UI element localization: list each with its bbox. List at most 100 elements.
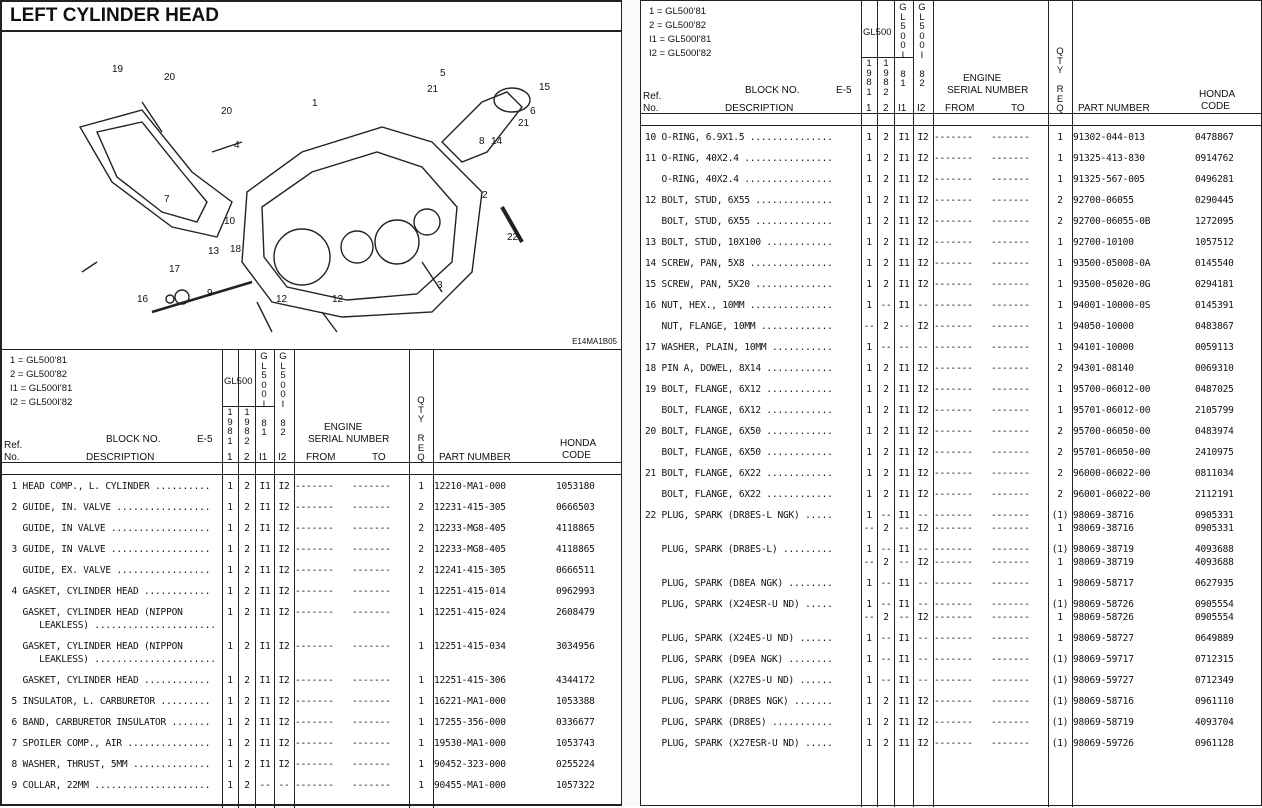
cell-desc: 13 BOLT, STUD, 10X100 ............ xyxy=(645,237,833,248)
cell-d: I2 xyxy=(917,321,929,332)
cell-c: I1 xyxy=(898,237,910,248)
cell-desc: 19 BOLT, FLANGE, 6X12 ............ xyxy=(645,384,833,395)
cell-to: ------- xyxy=(352,675,391,686)
cell-q: 1 xyxy=(1057,633,1063,644)
gl500-label: GL500 xyxy=(224,376,253,387)
exploded-diagram: 19 20 5 21 15 6 1 20 21 4 8 14 2 7 10 18… xyxy=(2,32,621,350)
cell-hc: 0905554 0905554 xyxy=(1195,599,1234,623)
diagram-callout: 12 xyxy=(276,294,288,305)
cell-d: I2 xyxy=(917,426,929,437)
cell-pn: 95701-06050-00 xyxy=(1073,447,1151,458)
cell-d: I2 xyxy=(917,717,929,728)
cell-d: I2 xyxy=(278,607,290,618)
cell-pn: 16221-MA1-000 xyxy=(434,696,506,707)
cell-q: 1 xyxy=(418,759,424,770)
cell-d: I2 xyxy=(917,384,929,395)
cell-hc: 0483867 xyxy=(1195,321,1234,332)
cell-b: 2 xyxy=(244,523,250,534)
cell-a: 1 xyxy=(227,523,233,534)
cell-a: 1 xyxy=(866,279,872,290)
cell-c: I1 xyxy=(898,489,910,500)
cell-d: I2 xyxy=(917,447,929,458)
cell-q: 1 xyxy=(1057,321,1063,332)
cell-b: -- xyxy=(880,675,892,686)
cell-to: ------- xyxy=(352,738,391,749)
cell-b: 2 xyxy=(244,738,250,749)
col-1-label: 1 xyxy=(866,103,872,114)
block-label: E-5 xyxy=(197,434,213,445)
cell-pn: 98069-58726 98069-58726 xyxy=(1073,599,1134,623)
cell-pn: 92700-10100 xyxy=(1073,237,1134,248)
cell-hc: 0336677 xyxy=(556,717,595,728)
cell-a: 1 xyxy=(227,759,233,770)
cell-desc: 10 O-RING, 6.9X1.5 ............... xyxy=(645,132,833,143)
cell-d: I2 xyxy=(917,174,929,185)
col-i1-label: I1 xyxy=(259,452,268,463)
cell-hc: 0627935 xyxy=(1195,578,1234,589)
cell-from: ------- xyxy=(295,696,334,707)
cell-a: 1 xyxy=(866,384,872,395)
legend-line: 2 = GL500'82 xyxy=(10,369,68,380)
cell-pn: 12251-415-024 xyxy=(434,607,506,618)
cell-b: 2 xyxy=(883,405,889,416)
qty-req-vertical: Q T Y R E Q xyxy=(1056,46,1064,114)
cell-b: 2 xyxy=(883,384,889,395)
cell-a: 1 xyxy=(866,675,872,686)
table-row: PLUG, SPARK (X24ES-U ND) ......1--I1----… xyxy=(641,632,1261,653)
cell-pn: 98069-59727 xyxy=(1073,675,1134,686)
cell-b: 2 xyxy=(883,132,889,143)
diagram-callout: 10 xyxy=(224,216,236,227)
cell-from: ------- xyxy=(934,654,973,665)
column-rule xyxy=(913,1,914,807)
legend-line: I2 = GL500I'82 xyxy=(649,48,712,59)
cell-b: 2 xyxy=(883,237,889,248)
cell-pn: 98069-38716 98069-38716 xyxy=(1073,510,1134,534)
cell-to: ------- xyxy=(991,363,1030,374)
cell-d: -- xyxy=(917,654,929,665)
cell-pn: 92700-06055-0B xyxy=(1073,216,1151,227)
cell-to: ------- xyxy=(352,544,391,555)
cell-pn: 95701-06012-00 xyxy=(1073,405,1151,416)
legend-line: 2 = GL500'82 xyxy=(649,20,707,31)
description-label: DESCRIPTION xyxy=(86,452,155,463)
part-number-label: PART NUMBER xyxy=(439,452,511,463)
cell-hc: 0666511 xyxy=(556,565,595,576)
cell-q: 2 xyxy=(418,544,424,555)
cell-hc: 4344172 xyxy=(556,675,595,686)
cell-hc: 4093688 4093688 xyxy=(1195,544,1234,568)
cell-a: 1 xyxy=(227,696,233,707)
cell-to: ------- xyxy=(991,300,1030,311)
cell-b: 2 xyxy=(883,717,889,728)
cell-q: (1) xyxy=(1051,654,1069,665)
cell-pn: 96001-06022-00 xyxy=(1073,489,1151,500)
cell-to: ------- xyxy=(991,153,1030,164)
diagram-callout: 16 xyxy=(137,294,149,305)
cell-hc: 0905331 0905331 xyxy=(1195,510,1234,534)
cell-desc: 15 SCREW, PAN, 5X20 .............. xyxy=(645,279,833,290)
cell-pn: 92700-06055 xyxy=(1073,195,1134,206)
cell-pn: 95700-06050-00 xyxy=(1073,426,1151,437)
cell-pn: 12231-415-305 xyxy=(434,502,506,513)
cell-desc: PLUG, SPARK (X24ESR-U ND) ..... xyxy=(645,599,833,610)
diagram-callout: 8 xyxy=(479,136,485,147)
legend-line: 1 = GL500'81 xyxy=(649,6,707,17)
cell-c: I1 xyxy=(259,544,271,555)
cell-pn: 98069-58719 xyxy=(1073,717,1134,728)
cell-from: ------- xyxy=(295,523,334,534)
cell-from: ------- xyxy=(295,675,334,686)
cell-pn: 93500-05008-0A xyxy=(1073,258,1151,269)
cell-hc: 0483974 xyxy=(1195,426,1234,437)
cell-a: 1 xyxy=(866,342,872,353)
cell-pn: 90452-323-000 xyxy=(434,759,506,770)
cell-d: -- xyxy=(917,633,929,644)
cell-hc: 0649889 xyxy=(1195,633,1234,644)
cell-c: I1 xyxy=(259,481,271,492)
cell-c: I1 xyxy=(898,195,910,206)
cell-hc: 2608479 xyxy=(556,607,595,618)
